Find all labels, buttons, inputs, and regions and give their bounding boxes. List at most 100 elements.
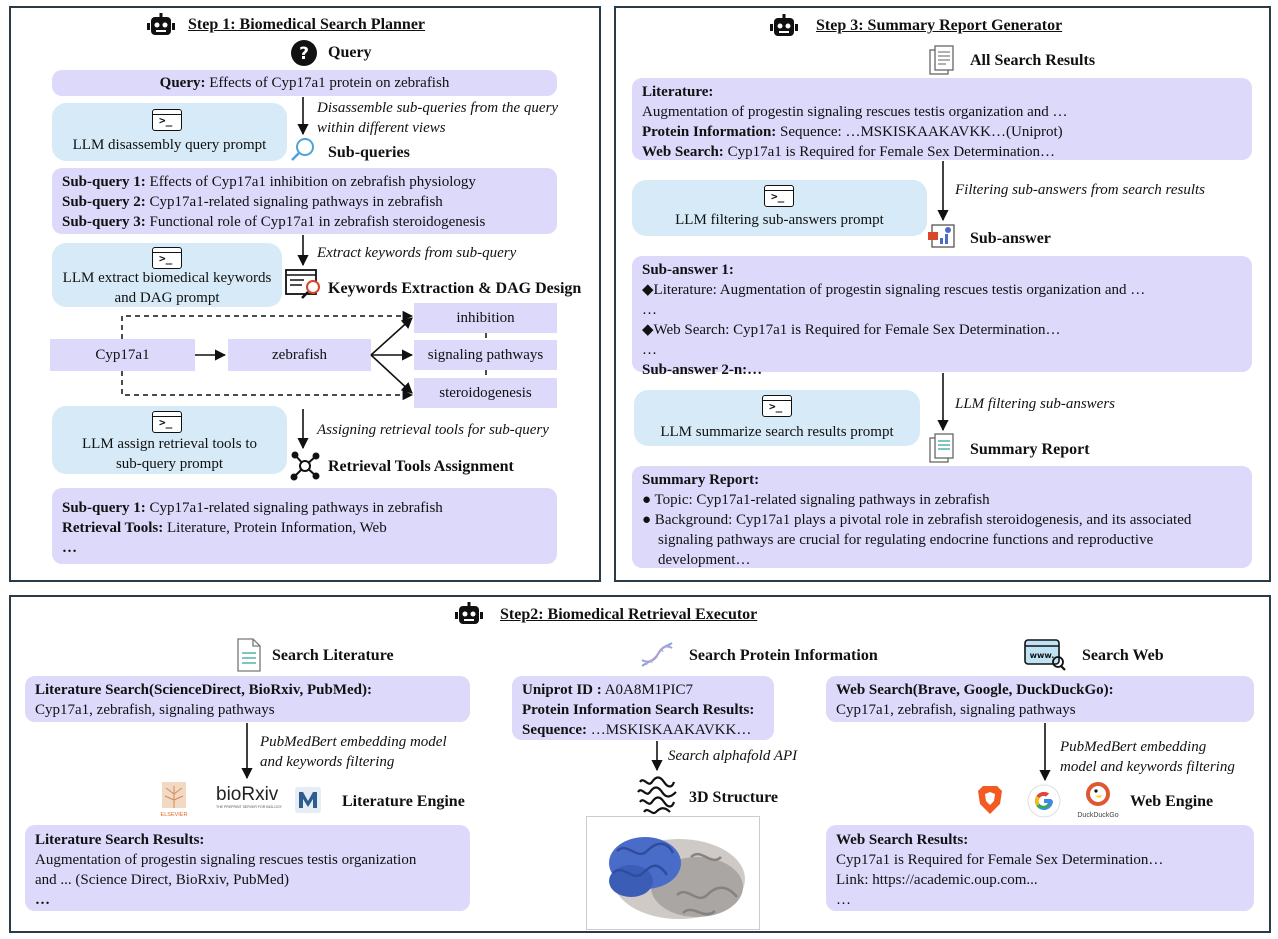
web-engine-header: Web Engine xyxy=(1130,793,1214,810)
query-text: Effects of Cyp17a1 protein on zebrafish xyxy=(205,75,450,91)
prompt-icon: >_ xyxy=(152,411,182,433)
dag-edge xyxy=(370,317,413,356)
lit-search-box: Literature Search(ScienceDirect, BioRxiv… xyxy=(25,676,470,722)
extract-prompt-box: >_ LLM extract biomedical keywords and D… xyxy=(52,243,282,307)
lit-results-ellipsis: … xyxy=(35,892,50,908)
web-results-link: Link: https://academic.oup.com... xyxy=(836,872,1038,888)
prompt-icon: >_ xyxy=(764,185,794,207)
extract-note: Extract keywords from sub-query xyxy=(317,245,517,261)
alphafold-note: Search alphafold API xyxy=(668,748,798,764)
elsevier-logo: ELSEVIER xyxy=(161,782,188,818)
summarize-prompt-text: LLM summarize search results prompt xyxy=(660,424,894,440)
extract-prompt-text: LLM extract biomedical keywords and DAG … xyxy=(62,270,272,306)
subanswer-header: Sub-answer xyxy=(970,230,1051,247)
step1-title: Step 1: Biomedical Search Planner xyxy=(188,16,426,33)
subanswer-literature: ◆Literature: Augmentation of progestin s… xyxy=(642,282,1146,298)
documents-icon xyxy=(929,45,954,75)
chart-doc-icon xyxy=(928,224,955,248)
question-icon: ? xyxy=(291,40,317,66)
protein-results-label: Protein Information Search Results: xyxy=(522,702,755,718)
filter-prompt-box: >_ LLM filtering sub-answers prompt xyxy=(632,180,927,236)
keywords-header: Keywords Extraction & DAG Design xyxy=(328,280,582,297)
subanswer-more: Sub-answer 2-n:… xyxy=(642,362,763,378)
svg-text:?: ? xyxy=(299,44,309,64)
assignment-ellipsis: … xyxy=(62,540,77,556)
query-header: Query xyxy=(328,44,372,61)
dag-node-steroidogenesis: steroidogenesis xyxy=(414,378,557,408)
lit-engine-header: Literature Engine xyxy=(342,793,465,810)
subanswer-ellipsis: … xyxy=(642,302,657,318)
subquery-3: Sub-query 3: Functional role of Cyp17a1 … xyxy=(62,214,486,230)
dag-edge xyxy=(121,310,414,339)
duckduckgo-logo: DuckDuckGo xyxy=(1076,781,1120,820)
disassembly-prompt-text: LLM disassembly query prompt xyxy=(72,137,267,153)
web-results-ellipsis: … xyxy=(836,892,851,908)
svg-text:ELSEVIER: ELSEVIER xyxy=(161,812,188,818)
llm-filter-note: LLM filtering sub-answers xyxy=(955,396,1116,412)
subanswer-ellipsis: … xyxy=(642,342,657,358)
subquery-2: Sub-query 2: Cyp17a1-related signaling p… xyxy=(62,194,443,210)
prompt-icon: >_ xyxy=(152,247,182,269)
network-icon xyxy=(290,451,320,481)
protein-box: Uniprot ID : A0A8M1PIC7 Protein Informat… xyxy=(512,676,774,740)
summary-label: Summary Report: xyxy=(642,472,760,488)
lit-results-label: Literature Search Results: xyxy=(35,832,205,848)
all-results-header: All Search Results xyxy=(970,52,1096,69)
all-results-web: Web Search: Cyp17a1 is Required for Fema… xyxy=(642,144,1055,160)
subanswer-box: Sub-answer 1: ◆Literature: Augmentation … xyxy=(632,256,1252,378)
all-results-literature-text: Augmentation of progestin signaling resc… xyxy=(642,104,1068,120)
biorxiv-logo: bioRxiv THE PREPRINT SERVER FOR BIOLOGY xyxy=(216,784,282,810)
query-label: Query: xyxy=(159,75,206,91)
web-header: Search Web xyxy=(1082,647,1164,664)
summary-background: signaling pathways are crucial for regul… xyxy=(658,532,1154,548)
all-results-protein: Protein Information: Sequence: …MSKISKAA… xyxy=(642,124,1063,140)
lit-results-box: Literature Search Results: Augmentation … xyxy=(25,825,470,911)
lit-results-text: Augmentation of progestin signaling resc… xyxy=(35,852,417,868)
robot-icon xyxy=(770,14,798,36)
magnifier-icon xyxy=(291,138,314,161)
prompt-icon: >_ xyxy=(152,109,182,131)
document-icon xyxy=(237,638,261,672)
step3-title: Step 3: Summary Report Generator xyxy=(816,17,1063,34)
web-search-label: Web Search(Brave, Google, DuckDuckGo): xyxy=(836,682,1114,698)
disassemble-note: Disassemble sub-queries from the query w… xyxy=(317,100,559,136)
dag-edge xyxy=(121,371,414,401)
dag-node-cyp17a1: Cyp17a1 xyxy=(50,339,195,371)
lit-note: PubMedBert embedding model and keywords … xyxy=(260,734,447,770)
web-results-box: Web Search Results: Cyp17a1 is Required … xyxy=(826,825,1254,911)
summary-background: ● Background: Cyp17a1 plays a pivotal ro… xyxy=(642,512,1192,528)
protein-header: Search Protein Information xyxy=(689,647,878,664)
filter-note: Filtering sub-answers from search result… xyxy=(955,182,1205,198)
dag-node-signaling-pathways: signaling pathways xyxy=(414,340,557,370)
web-search-box: Web Search(Brave, Google, DuckDuckGo): C… xyxy=(826,676,1254,722)
subanswer-title: Sub-answer 1: xyxy=(642,262,734,278)
web-results-label: Web Search Results: xyxy=(836,832,969,848)
all-results-literature-label: Literature: xyxy=(642,84,714,100)
web-search-text: Cyp17a1, zebrafish, signaling pathways xyxy=(836,702,1076,718)
keywords-icon xyxy=(285,269,320,299)
lit-results-text: and ... (Science Direct, BioRxiv, PubMed… xyxy=(35,872,289,888)
structure-header: 3D Structure xyxy=(689,789,779,806)
summary-header: Summary Report xyxy=(970,441,1090,458)
dag-node-inhibition: inhibition xyxy=(414,303,557,333)
web-search-icon: www. xyxy=(1024,639,1066,671)
tools-header: Retrieval Tools Assignment xyxy=(328,458,514,475)
lit-search-text: Cyp17a1, zebrafish, signaling pathways xyxy=(35,702,275,718)
lit-search-label: Literature Search(ScienceDirect, BioRxiv… xyxy=(35,682,373,698)
uniprot-id: Uniprot ID : A0A8M1PIC7 xyxy=(522,682,694,698)
assign-prompt-box: >_ LLM assign retrieval tools to sub-que… xyxy=(52,406,287,474)
assign-note: Assigning retrieval tools for sub-query xyxy=(317,422,549,438)
google-logo xyxy=(1027,784,1061,818)
web-results-text: Cyp17a1 is Required for Female Sex Deter… xyxy=(836,852,1164,868)
protein-structure-icon xyxy=(637,776,677,815)
sequence: Sequence: …MSKISKAAKAVKK… xyxy=(522,722,752,738)
filter-prompt-text: LLM filtering sub-answers prompt xyxy=(675,212,884,228)
disassembly-prompt-box: >_ LLM disassembly query prompt xyxy=(52,103,287,161)
robot-icon xyxy=(455,602,483,624)
assignment-subquery: Sub-query 1: Cyp17a1-related signaling p… xyxy=(62,500,443,516)
all-results-box: Literature: Augmentation of progestin si… xyxy=(632,78,1252,160)
summary-background: development… xyxy=(658,552,751,568)
step2-title: Step2: Biomedical Retrieval Executor xyxy=(500,606,758,623)
lit-header: Search Literature xyxy=(272,647,394,664)
